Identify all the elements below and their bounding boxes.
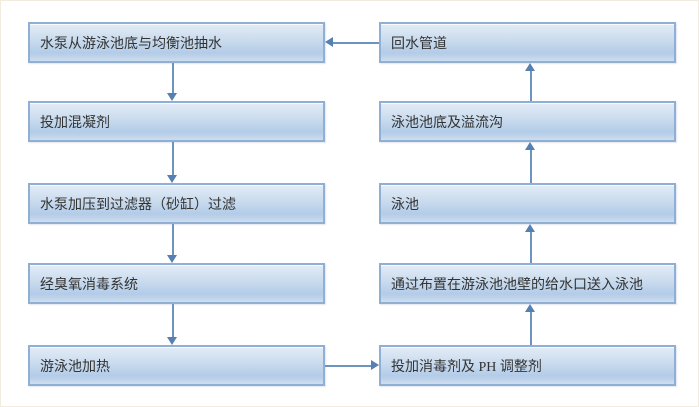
flow-node-return-pipe: 回水管道 [379,22,676,63]
connector-line [530,312,532,345]
connector-line [530,150,532,183]
flow-node-ozone: 经臭氧消毒系统 [28,263,325,304]
arrowhead-down-icon [167,337,177,345]
connector-line [172,224,174,256]
flow-node-coagulant: 投加混凝剂 [28,101,325,142]
connector-line [172,63,174,94]
connector-line [325,365,371,367]
arrowhead-left-icon [325,37,333,47]
arrowhead-down-icon [167,93,177,101]
flow-node-wall-inlet: 通过布置在游泳池池壁的给水口送入泳池 [379,263,676,304]
arrowhead-down-icon [167,255,177,263]
flow-node-pool: 泳池 [379,183,676,224]
connector-line [530,232,532,263]
connector-line [530,71,532,101]
arrowhead-up-icon [525,304,535,312]
connector-line [172,142,174,176]
flow-node-filter: 水泵加压到过滤器（砂缸）过滤 [28,183,325,224]
arrowhead-up-icon [525,224,535,232]
arrowhead-up-icon [525,142,535,150]
flow-node-heating: 游泳池加热 [28,345,325,386]
flow-node-disinfectant: 投加消毒剂及 PH 调整剂 [379,345,676,386]
flow-node-pump-intake: 水泵从游泳池底与均衡池抽水 [28,22,325,63]
connector-line [333,42,379,44]
arrowhead-up-icon [525,63,535,71]
flow-node-pool-bottom: 泳池池底及溢流沟 [379,101,676,142]
connector-line [172,304,174,338]
arrowhead-right-icon [371,360,379,370]
arrowhead-down-icon [167,175,177,183]
